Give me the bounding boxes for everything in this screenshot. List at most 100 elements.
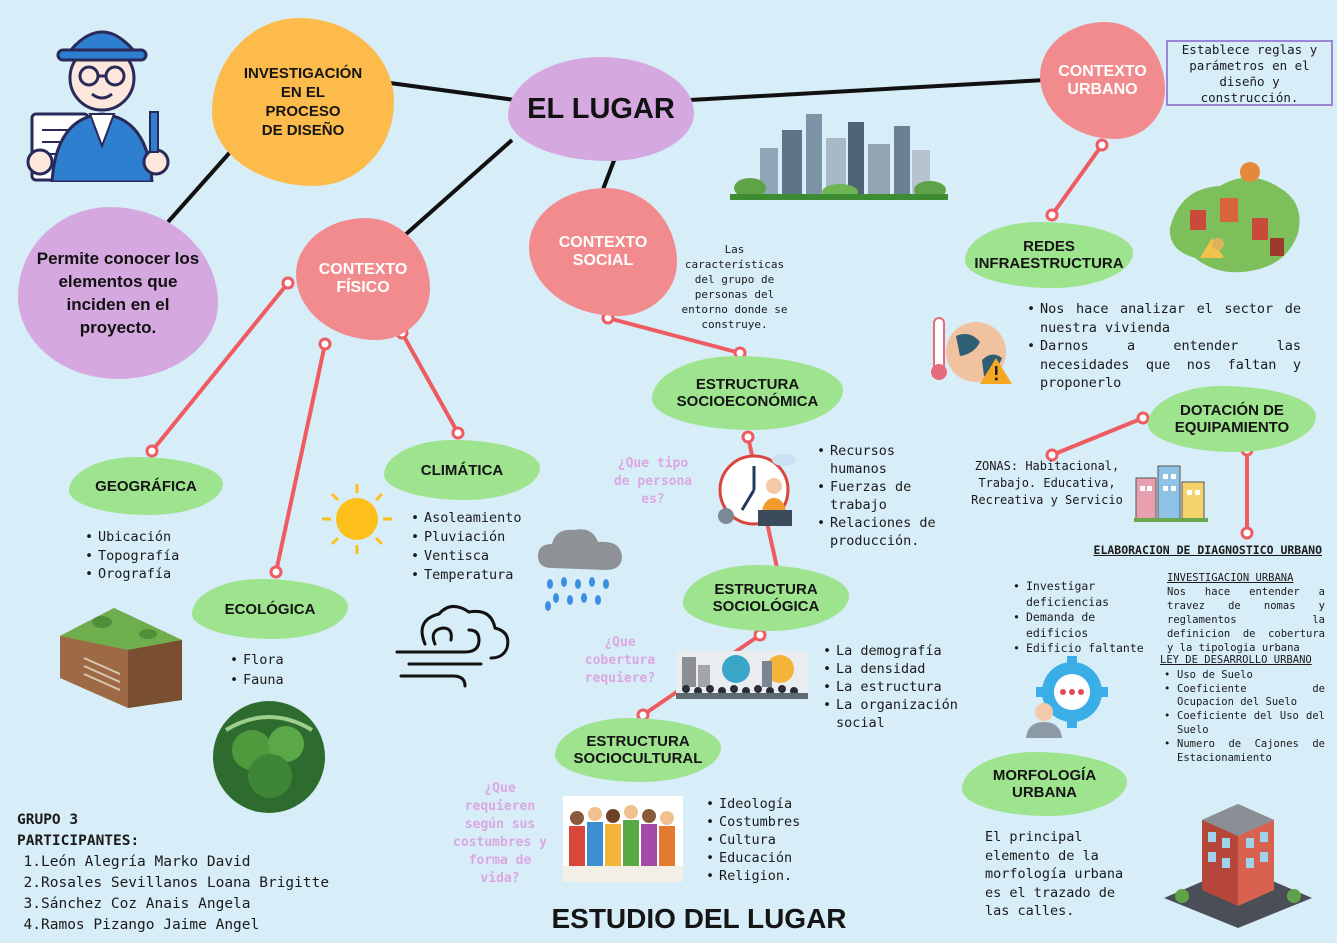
participant-name: Ramos Pizango Jaime Angel [41,917,260,933]
ecologica-label: ECOLÓGICA [224,600,316,618]
morfologia-text: El principal elemento de la morfología u… [985,829,1124,919]
participant-item: 3.Sánchez Coz Anais Angela [23,896,251,912]
permite-node: Permite conocer los elementos que incide… [18,207,218,379]
list-item: La densidad [823,660,962,678]
architect-avatar-icon [26,30,170,182]
urbano-note-box: Establece reglas y parámetros en el dise… [1166,40,1333,106]
contexto-fisico-label: CONTEXTO FÍSICO [318,261,408,296]
link-center-investigacion [389,81,516,102]
geografica-list: Ubicación Topografía Orografía [84,528,224,584]
morfologia-node: MORFOLOGÍA URBANA [962,752,1127,816]
climatica-list: Asoleamiento Pluviación Ventisca Tempera… [410,509,540,585]
list-item: La organización social [823,696,962,732]
list-item: Coeficiente del Uso del Suelo [1164,710,1325,738]
china-map-icon [1169,162,1300,273]
list-item: Fuerzas de trabajo [817,478,941,514]
list-item: Fauna [230,670,329,690]
investigacion-node: INVESTIGACIÓN EN EL PROCESO DE DISEÑO [212,18,394,186]
link-urbano-redes [1050,143,1104,217]
list-item: Uso de Suelo [1164,669,1325,683]
contexto-social-node: CONTEXTO SOCIAL [529,188,677,316]
list-item: Coeficiente de Ocupacion del Suelo [1164,683,1325,711]
investigacion-line-2: EN EL [280,84,326,101]
list-item: Nos hace analizar el sector de nuestra v… [1027,300,1301,337]
terrain-section-icon [60,608,182,708]
investigacion-line-4: DE DISEÑO [261,122,345,139]
investigacion-urbana-block: INVESTIGACION URBANA Nos hace entender a… [1167,571,1325,655]
list-item: Flora [230,650,329,670]
globe-warning-icon [931,317,1012,384]
participant-item: 1.León Alegría Marko David [23,854,251,870]
connector-dot [318,337,332,351]
isometric-building-icon [1164,804,1312,928]
forest-photo-icon [213,701,325,813]
connector-dot [741,430,755,444]
connector-dot [753,628,767,642]
page-title: ESTUDIO DEL LUGAR [551,903,847,934]
climatica-node: CLIMÁTICA [384,440,540,500]
center-title: EL LUGAR [527,92,675,125]
permite-text: Permite conocer los elementos que incide… [36,249,200,337]
list-item: Educación [706,849,815,867]
question-cobertura: ¿Que cobertura requiere? [584,635,656,686]
investigacion-line-1: INVESTIGACIÓN [243,65,363,82]
link-social-socioeconomica [607,316,741,355]
contexto-fisico-node: CONTEXTO FÍSICO [296,218,430,340]
sociologica-node: ESTRUCTURA SOCIOLÓGICA [683,565,849,631]
urbano-note-text: Establece reglas y parámetros en el dise… [1181,42,1318,105]
connector-dot [145,444,159,458]
participant-item: 4.Ramos Pizango Jaime Angel [23,917,260,933]
connector-dot [281,276,295,290]
list-item: Costumbres [706,813,815,831]
redes-label: REDES INFRAESTRUCTURA [974,238,1124,272]
link-dotacion-zonas [1051,416,1144,457]
center-node: EL LUGAR [508,57,694,161]
socioeconomica-list: Recursos humanos Fuerzas de trabajo Rela… [816,442,941,550]
redes-list: Nos hace analizar el sector de nuestra v… [1026,300,1301,393]
socioeconomica-label: ESTRUCTURA SOCIOECONÓMICA [676,376,819,410]
list-item: Demanda de edificios [1013,610,1162,641]
climatica-label: CLIMÁTICA [420,461,504,479]
list-item: Cultura [706,831,815,849]
ley-title: LEY DE DESARROLLO URBANO [1160,654,1312,666]
rain-cloud-icon [538,529,622,611]
sociocultural-label: ESTRUCTURA SOCIOCULTURAL [573,733,703,767]
connector-dot [269,565,283,579]
link-center-fisico [403,138,514,237]
ecologica-node: ECOLÓGICA [192,579,348,639]
participant-item: 2.Rosales Sevillanos Loana Brigitte [23,875,330,891]
link-fisico-ecologica [274,343,327,573]
buildings-icon [1134,465,1208,522]
list-item: Ubicación [85,528,224,547]
link-fisico-geografica [150,281,290,453]
sociologica-label: ESTRUCTURA SOCIOLÓGICA [712,581,820,615]
list-item: Investigar deficiencias [1013,579,1162,610]
sociocultural-node: ESTRUCTURA SOCIOCULTURAL [555,718,721,782]
gear-person-icon [1026,656,1108,738]
ecologica-list: Flora Fauna [229,650,329,690]
list-item: Temperatura [411,566,540,585]
list-item: Darnos a entender las necesidades que no… [1027,337,1301,393]
list-item: Numero de Cajones de Estacionamiento [1164,738,1325,766]
investigacion-line-3: PROCESO [265,103,341,120]
list-item: Relaciones de producción. [817,514,941,550]
participant-name: León Alegría Marko David [41,854,251,870]
diagnostico-list: Investigar deficiencias Demanda de edifi… [1012,579,1162,657]
connector-dot [1136,411,1150,425]
list-item: Pluviación [411,528,540,547]
list-item: La demografía [823,642,962,660]
zonas-text: ZONAS: Habitacional, Trabajo. Educativa,… [971,459,1123,507]
investigacion-urbana-title: INVESTIGACION URBANA [1167,572,1294,584]
crowd-city-icon [676,651,808,699]
contexto-social-label: CONTEXTO SOCIAL [558,234,648,269]
geografica-label: GEOGRÁFICA [95,477,197,495]
connector-dot [1095,138,1109,152]
sociocultural-list: Ideología Costumbres Cultura Educación R… [705,795,815,885]
socioeconomica-node: ESTRUCTURA SOCIOECONÓMICA [652,356,843,430]
list-item: Edificio faltante [1013,641,1162,657]
group-label: GRUPO 3 [17,812,79,828]
list-item: Asoleamiento [411,509,540,528]
sociologica-list: La demografía La densidad La estructura … [822,642,962,732]
contexto-urbano-node: CONTEXTO URBANO [1040,22,1165,139]
